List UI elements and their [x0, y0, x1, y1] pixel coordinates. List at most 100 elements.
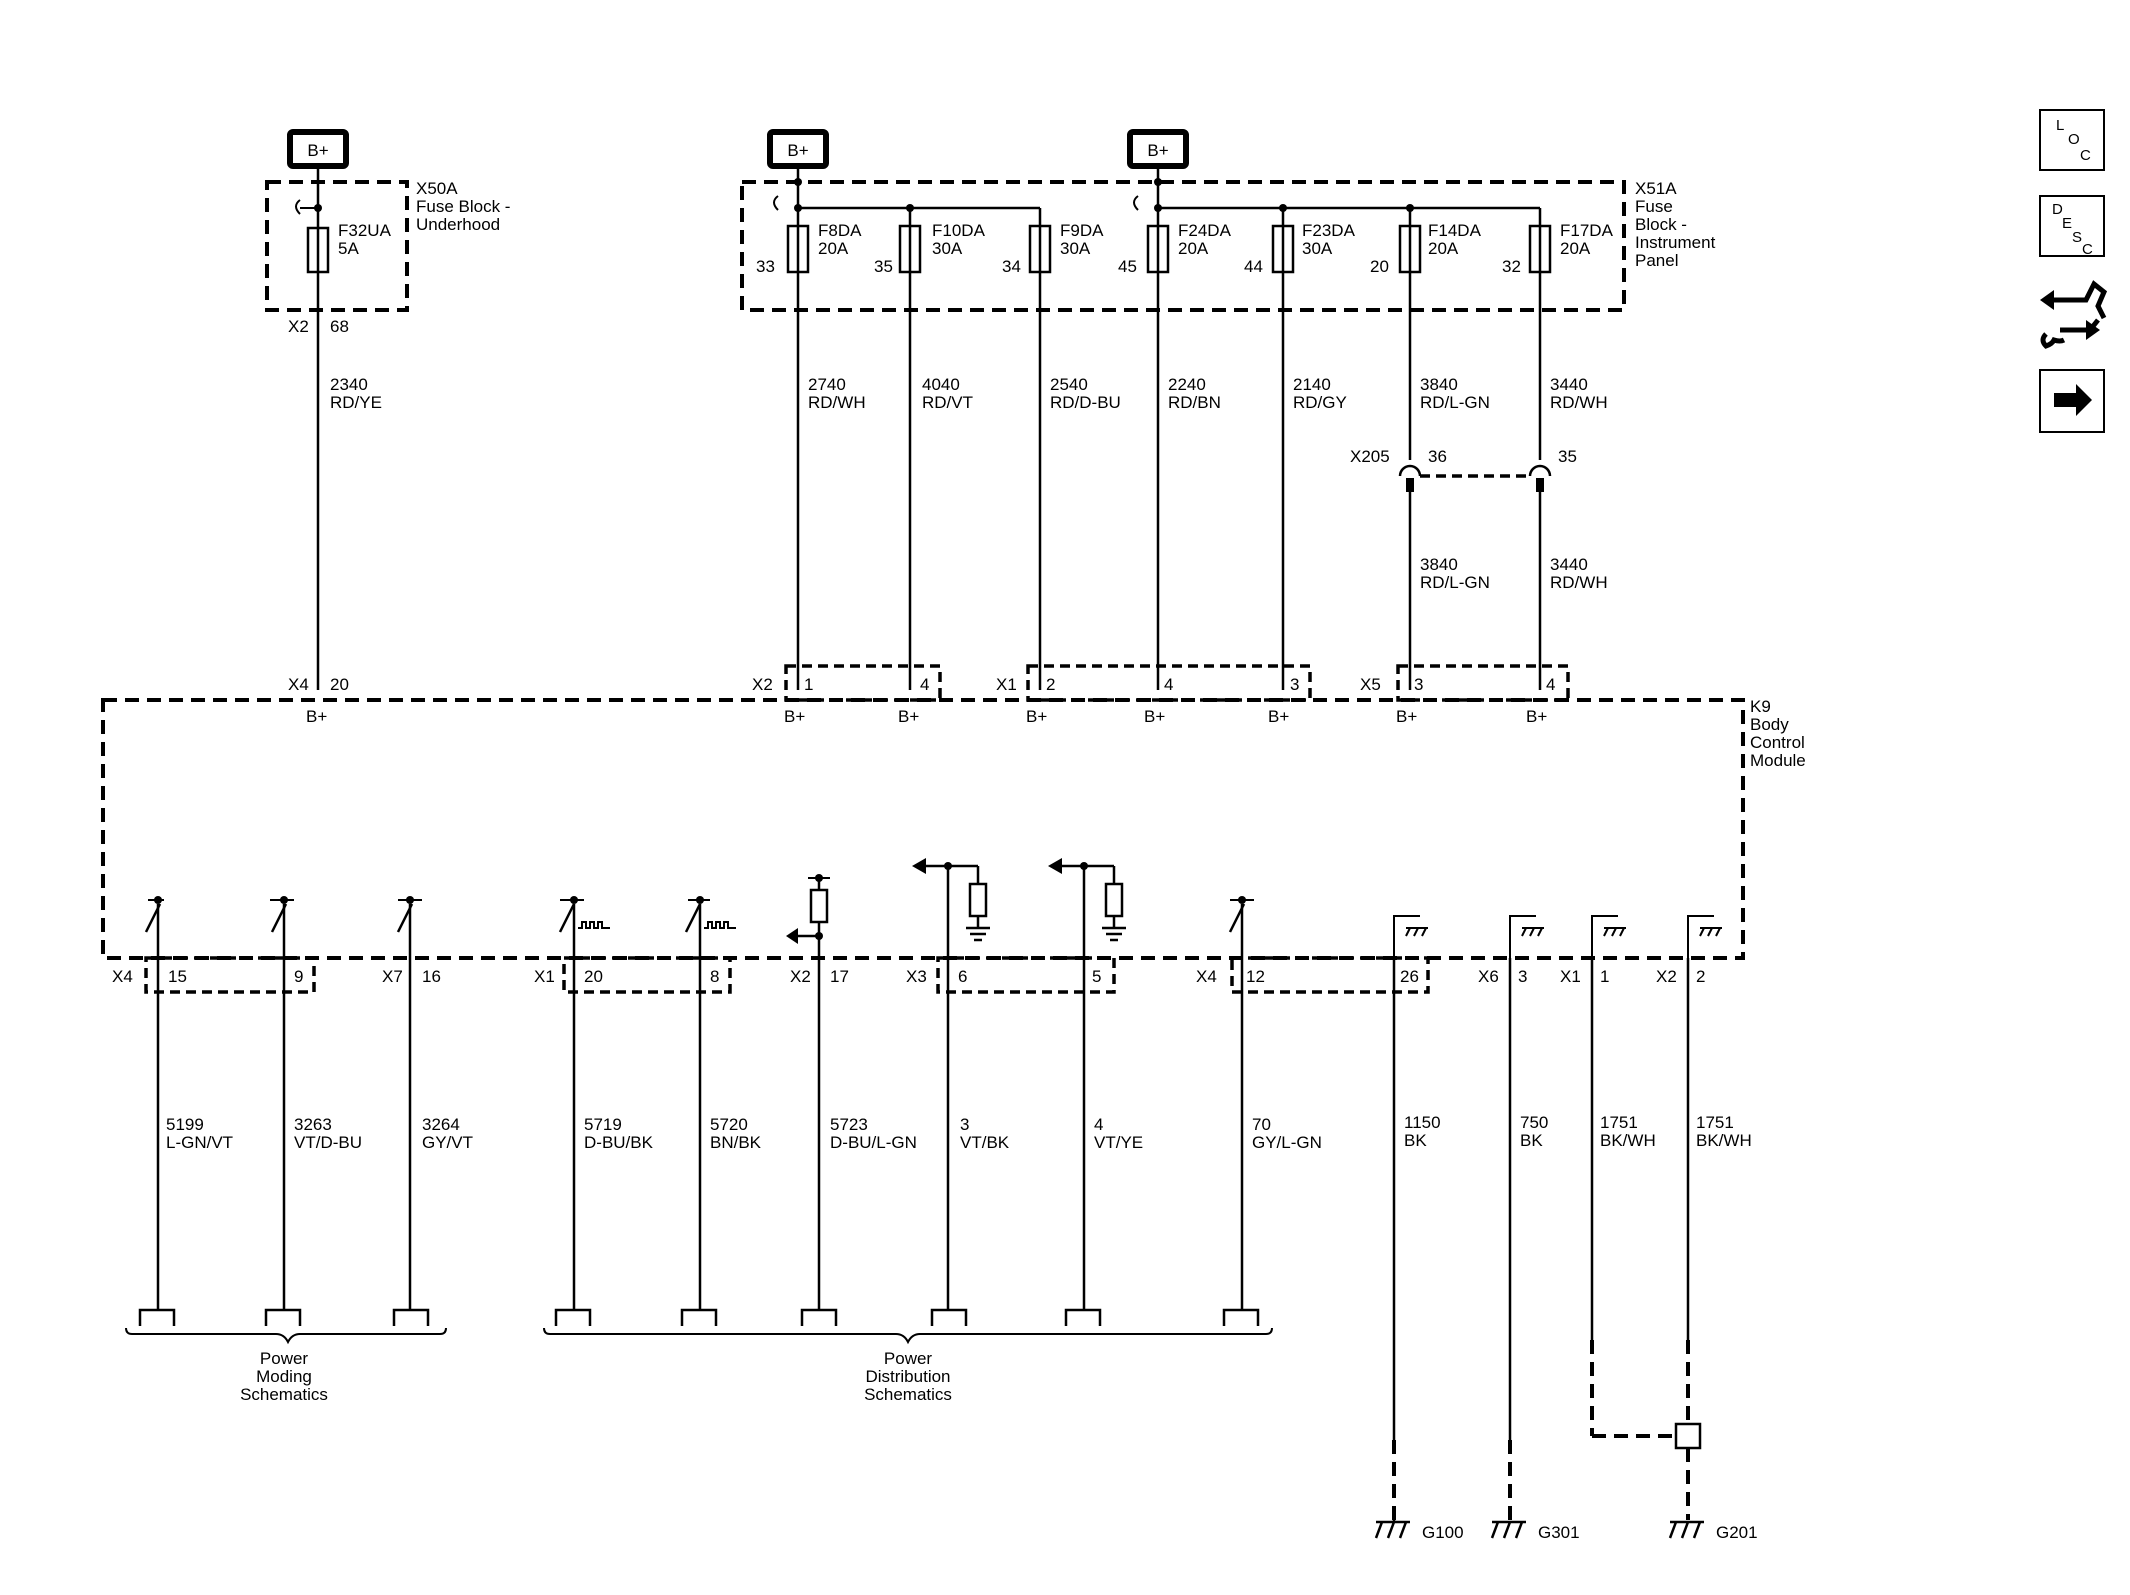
power-distribution-group: Power Distribution Schematics — [543, 1327, 1273, 1404]
wire-circuit: 750 — [1520, 1113, 1548, 1132]
bcm-internal-switches — [144, 858, 1722, 958]
pin-label: 4 — [1164, 675, 1173, 694]
description-button[interactable]: D E S C — [2039, 195, 2105, 258]
wire-circuit: 1751 — [1600, 1113, 1638, 1132]
wire-circuit: 5199 — [166, 1115, 204, 1134]
connector-end-icon — [800, 1308, 838, 1326]
bplus-label: B+ — [1396, 707, 1417, 726]
battery-label: B+ — [787, 141, 808, 160]
fuse-block-desc-2: Block - — [1635, 215, 1687, 234]
switch-pwm-icon — [558, 896, 610, 958]
resistor-pulldown-icon — [1048, 858, 1126, 958]
ground-label: G301 — [1538, 1523, 1580, 1542]
wire-circuit: 5720 — [710, 1115, 748, 1134]
wire-circuit: 2340 — [330, 375, 368, 394]
loc-letter-c: C — [2080, 147, 2091, 164]
connector-label: X1 — [1560, 967, 1581, 986]
ground-icon — [1374, 1520, 1410, 1539]
inline-connector-x205: X205 36 35 3840 RD/L-GN 3440 RD/WH — [1350, 447, 1608, 690]
pin-label: 2 — [1046, 675, 1055, 694]
connector-label: X4 — [288, 675, 309, 694]
pin-label: 12 — [1246, 967, 1265, 986]
pin-label: 1 — [804, 675, 813, 694]
connector-end-icon — [1222, 1308, 1260, 1326]
fuse-name: F9DA — [1060, 221, 1104, 240]
group-label-2: Moding — [256, 1367, 312, 1386]
wire-circuit: 2240 — [1168, 375, 1206, 394]
fuse-block-desc-1: Fuse Block - — [416, 197, 510, 216]
wire-color: RD/GY — [1293, 393, 1347, 412]
pin-label: 3 — [1290, 675, 1299, 694]
pin-label: 3 — [1518, 967, 1527, 986]
power-moding-group: Power Moding Schematics — [125, 1327, 447, 1404]
connector-end-icon — [930, 1308, 968, 1326]
next-page-button[interactable] — [2039, 369, 2105, 433]
fuse-name: F23DA — [1302, 221, 1356, 240]
wire-circuit: 5723 — [830, 1115, 868, 1134]
battery-label: B+ — [307, 141, 328, 160]
wire-circuit: 3440 — [1550, 375, 1588, 394]
wire-color: VT/D-BU — [294, 1133, 362, 1152]
fuse-rating: 30A — [1302, 239, 1333, 258]
connector-label: X4 — [1196, 967, 1217, 986]
wire-color: D-BU/BK — [584, 1133, 654, 1152]
group-label-3: Schematics — [240, 1385, 328, 1404]
resistor-pulldown-icon — [912, 858, 990, 958]
pin-label: 20 — [584, 967, 603, 986]
wire-color: RD/WH — [1550, 393, 1608, 412]
wire-color: RD/BN — [1168, 393, 1221, 412]
fuse-pin: 32 — [1502, 257, 1521, 276]
bplus-label: B+ — [1144, 707, 1165, 726]
pin-label: 6 — [958, 967, 967, 986]
wire-circuit: 3840 — [1420, 555, 1458, 574]
connector-label: X2 — [288, 317, 309, 336]
fuse-rating: 20A — [1178, 239, 1209, 258]
chassis-ground-icon — [1393, 915, 1428, 958]
connector-label: X6 — [1478, 967, 1499, 986]
module-desc-3: Module — [1750, 751, 1806, 770]
bplus-label: B+ — [1268, 707, 1289, 726]
bottom-wires — [156, 958, 1690, 1440]
wire-color: BK/WH — [1600, 1131, 1656, 1150]
fuse-pin: 33 — [756, 257, 775, 276]
fuse-f10da: F10DA 30A 35 — [874, 208, 986, 690]
pin-label: 4 — [1546, 675, 1555, 694]
fuse-name: F10DA — [932, 221, 986, 240]
fuse-f23da: F23DA 30A 44 — [1244, 208, 1356, 690]
connector-end-icon — [680, 1308, 718, 1326]
desc-letter-e: E — [2062, 215, 2072, 232]
wire-color: RD/WH — [1550, 573, 1608, 592]
ground-icon — [1668, 1520, 1704, 1539]
fuse-rating: 5A — [338, 239, 359, 258]
connector-label: X3 — [906, 967, 927, 986]
connector-label: X4 — [112, 967, 133, 986]
fuse-f8da: F8DA 20A 33 — [756, 208, 862, 690]
switch-icon — [270, 896, 294, 958]
connector-label: X2 — [790, 967, 811, 986]
battery-source-2: B+ — [767, 129, 829, 169]
fuse-pin: 35 — [874, 257, 893, 276]
group-label-2: Distribution — [865, 1367, 950, 1386]
connector-swap-button[interactable] — [2040, 280, 2108, 349]
ground-dashed-paths — [1392, 1340, 1702, 1520]
pin-label: 26 — [1400, 967, 1419, 986]
location-button[interactable]: L O C — [2039, 109, 2105, 171]
splice-pack-icon — [1674, 1422, 1702, 1450]
wire-circuit: 5719 — [584, 1115, 622, 1134]
ground-g100: G100 — [1374, 1520, 1464, 1542]
chassis-ground-icon — [1687, 915, 1722, 958]
connector-end-icon — [392, 1308, 430, 1326]
fuse-block-x51a: F8DA 20A 33 F10DA 30A 35 F9DA 30A 34 F24… — [740, 166, 1716, 690]
body-control-module-k9: K9 Body Control Module — [101, 697, 1806, 960]
wire-color: BK — [1404, 1131, 1427, 1150]
battery-source-1: B+ — [287, 129, 349, 169]
switch-icon — [144, 896, 164, 958]
pin-label: 3 — [1414, 675, 1423, 694]
wire-color: RD/L-GN — [1420, 393, 1490, 412]
wire-circuit: 4040 — [922, 375, 960, 394]
wire-color: D-BU/L-GN — [830, 1133, 917, 1152]
connector-end-icon — [138, 1308, 176, 1326]
fuse-rating: 30A — [932, 239, 963, 258]
fuse-block-desc-2: Underhood — [416, 215, 500, 234]
